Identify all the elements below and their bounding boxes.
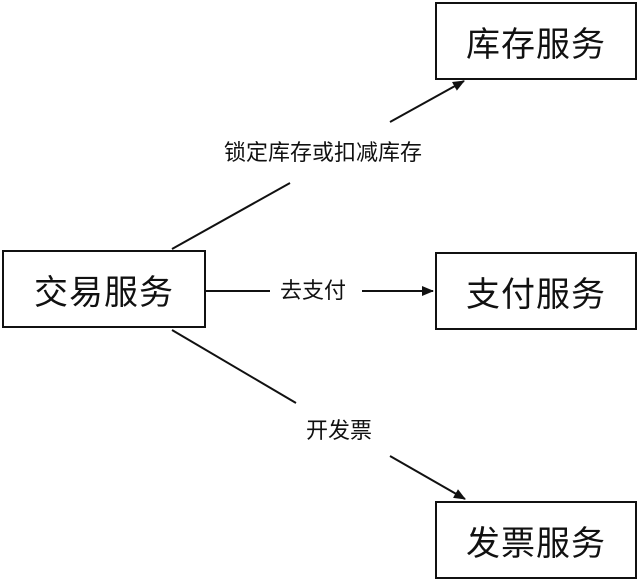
payment-service-box: 支付服务 [435, 252, 637, 330]
edge-arrow-lock-upper [389, 80, 465, 123]
inventory-service-label: 库存服务 [466, 24, 606, 65]
invoice-service-label: 发票服务 [466, 523, 606, 564]
trade-service-box: 交易服务 [2, 250, 206, 328]
edge-line-invoice-upper [171, 329, 297, 404]
edge-label-go-pay: 去支付 [276, 278, 351, 306]
edge-line-lock-lower [171, 182, 291, 250]
inventory-service-box: 库存服务 [435, 2, 637, 80]
invoice-service-box: 发票服务 [435, 501, 637, 579]
payment-service-label: 支付服务 [466, 274, 606, 315]
edge-arrow-invoice-lower [389, 455, 466, 500]
edge-label-issue-invoice: 开发票 [302, 418, 377, 446]
trade-service-label: 交易服务 [34, 272, 174, 313]
edge-label-lock-inventory: 锁定库存或扣减库存 [220, 140, 427, 168]
